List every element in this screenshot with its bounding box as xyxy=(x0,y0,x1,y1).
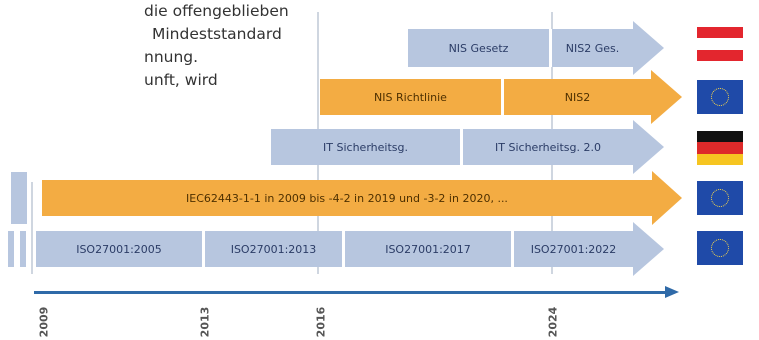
eu-flag xyxy=(697,231,743,265)
year-label-2013: 2013 xyxy=(198,306,212,338)
paragraph-text: die offengeblieben Mindeststandard nnung… xyxy=(144,0,289,92)
text-line-1: die offengeblieben xyxy=(144,2,289,20)
text-line-2: Mindeststandard xyxy=(152,25,282,43)
segment-divider xyxy=(460,129,463,165)
text-line-3: nnung. xyxy=(144,48,199,66)
nis2-label: NIS2 xyxy=(564,90,591,104)
nis-gesetz-label: NIS Gesetz xyxy=(448,41,509,55)
left-stub-bar xyxy=(8,231,14,267)
arrowhead xyxy=(652,171,682,225)
year-label-2009: 2009 xyxy=(37,306,51,338)
left-stub-bar xyxy=(20,231,26,267)
it-sicherheitsg-2-segment: IT Sicherheitsg. 2.0 xyxy=(463,129,633,165)
arrowhead xyxy=(651,70,682,124)
it-sicherheitsg-2-label: IT Sicherheitsg. 2.0 xyxy=(495,140,601,154)
segment-divider xyxy=(342,231,345,267)
iec62443-label: IEC62443-1-1 in 2009 bis -4-2 in 2019 un… xyxy=(186,191,508,205)
germany-flag xyxy=(697,131,743,165)
iso27001-2017-label: ISO27001:2017 xyxy=(385,242,471,256)
iso27001-2013-label: ISO27001:2013 xyxy=(230,242,317,256)
iso27001-2022-label: ISO27001:2022 xyxy=(530,242,617,256)
text-line-4: unft, wird xyxy=(144,71,218,89)
year-label-2024: 2024 xyxy=(546,306,560,338)
segment-divider xyxy=(202,231,205,267)
time-axis xyxy=(34,291,667,294)
eu-flag xyxy=(697,181,743,215)
eu-flag xyxy=(697,80,743,114)
austria-flag xyxy=(697,27,743,61)
arrowhead xyxy=(633,21,664,75)
eu-stars-icon xyxy=(711,189,729,207)
year-label-2016: 2016 xyxy=(314,306,328,338)
nis-richtlinie-segment: NIS Richtlinie xyxy=(320,79,501,115)
segment-divider xyxy=(511,231,514,267)
nis-richtlinie-label: NIS Richtlinie xyxy=(374,90,447,104)
left-stub-bar xyxy=(11,172,27,224)
arrowhead xyxy=(633,222,664,276)
it-sicherheitsg-segment: IT Sicherheitsg. xyxy=(271,129,460,165)
it-sicherheitsg-label: IT Sicherheitsg. xyxy=(323,140,408,154)
nis2-ges-label: NIS2 Ges. xyxy=(565,41,620,55)
nis-gesetz-segment: NIS Gesetz xyxy=(408,29,549,67)
iso27001-2022-segment: ISO27001:2022 xyxy=(514,231,633,267)
segment-divider xyxy=(549,29,552,67)
iec62443-segment: IEC62443-1-1 in 2009 bis -4-2 in 2019 un… xyxy=(42,180,652,216)
iso27001-2017-segment: ISO27001:2017 xyxy=(345,231,511,267)
nis2-segment: NIS2 xyxy=(504,79,651,115)
iso27001-2005-segment: ISO27001:2005 xyxy=(36,231,202,267)
segment-divider xyxy=(501,79,504,115)
eu-stars-icon xyxy=(711,239,729,257)
nis2-ges-segment: NIS2 Ges. xyxy=(552,29,633,67)
iso27001-2005-label: ISO27001:2005 xyxy=(76,242,162,256)
iso27001-2013-segment: ISO27001:2013 xyxy=(205,231,342,267)
arrowhead xyxy=(633,120,664,174)
eu-stars-icon xyxy=(711,88,729,106)
time-axis-arrowhead xyxy=(665,286,679,298)
guide-line-2009 xyxy=(31,182,33,274)
